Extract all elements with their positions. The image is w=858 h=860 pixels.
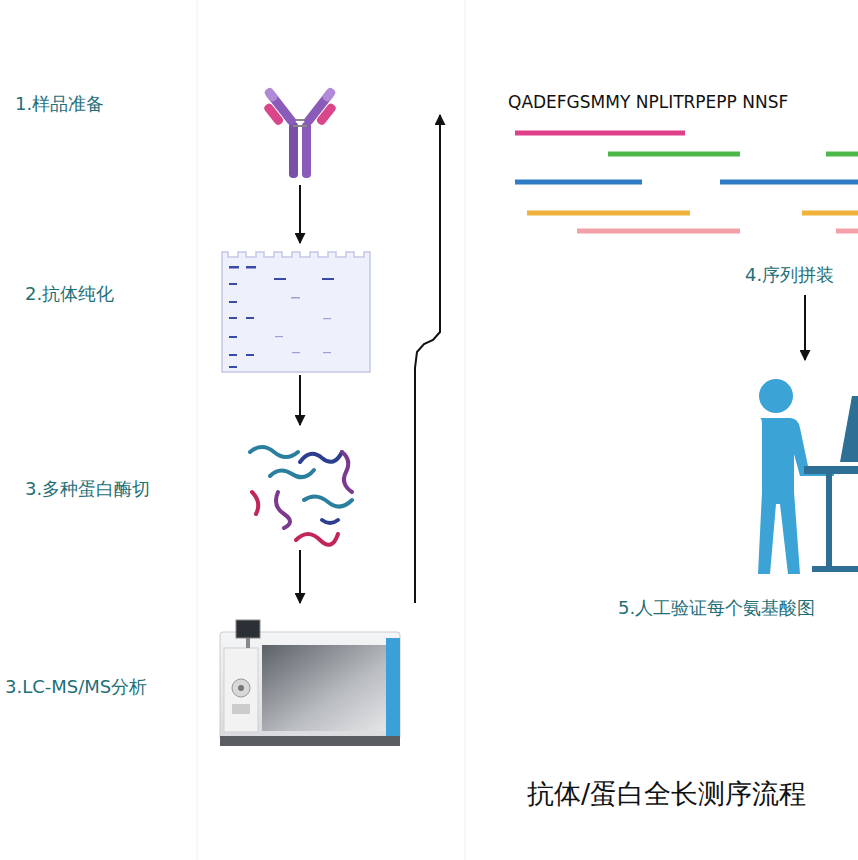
peptide-fragments bbox=[250, 447, 352, 545]
flow-arrow bbox=[299, 550, 301, 603]
sequence-text: QADEFGSMMY NPLITRPEPP NNSF bbox=[508, 92, 788, 112]
peptide-bars bbox=[515, 133, 858, 231]
flow-arrow bbox=[299, 185, 301, 243]
step-label: 4.序列拼装 bbox=[745, 264, 834, 286]
step-label: 1.样品准备 bbox=[15, 93, 104, 115]
flow-arrow bbox=[299, 375, 301, 425]
step-node: 3.LC-MS/MS分析 bbox=[0, 603, 415, 748]
column-guide bbox=[197, 0, 465, 860]
assembly-panel: QADEFGSMMY NPLITRPEPP NNSF 4.序列拼装 bbox=[440, 85, 858, 295]
step-node: 1.样品准备 bbox=[10, 80, 380, 185]
person-at-computer bbox=[758, 379, 858, 574]
mass-spectrometer bbox=[220, 620, 400, 746]
step-label: 2.抗体纯化 bbox=[25, 283, 114, 305]
step-node: 2.抗体纯化 bbox=[10, 243, 382, 375]
diagram-title: 抗体/蛋白全长测序流程 bbox=[527, 778, 806, 810]
step-label: 5.人工验证每个氨基酸图 bbox=[618, 597, 815, 619]
gel-image bbox=[222, 252, 370, 372]
flow-arrow bbox=[804, 295, 806, 360]
antibody-icon bbox=[255, 86, 344, 178]
step-label: 3.LC-MS/MS分析 bbox=[5, 676, 147, 698]
flow-arrow bbox=[415, 115, 440, 603]
step-label: 3.多种蛋白酶切 bbox=[25, 478, 150, 500]
step-node: 3.多种蛋白酶切 bbox=[10, 425, 382, 550]
validation-node: 5.人工验证每个氨基酸图 bbox=[600, 360, 858, 625]
